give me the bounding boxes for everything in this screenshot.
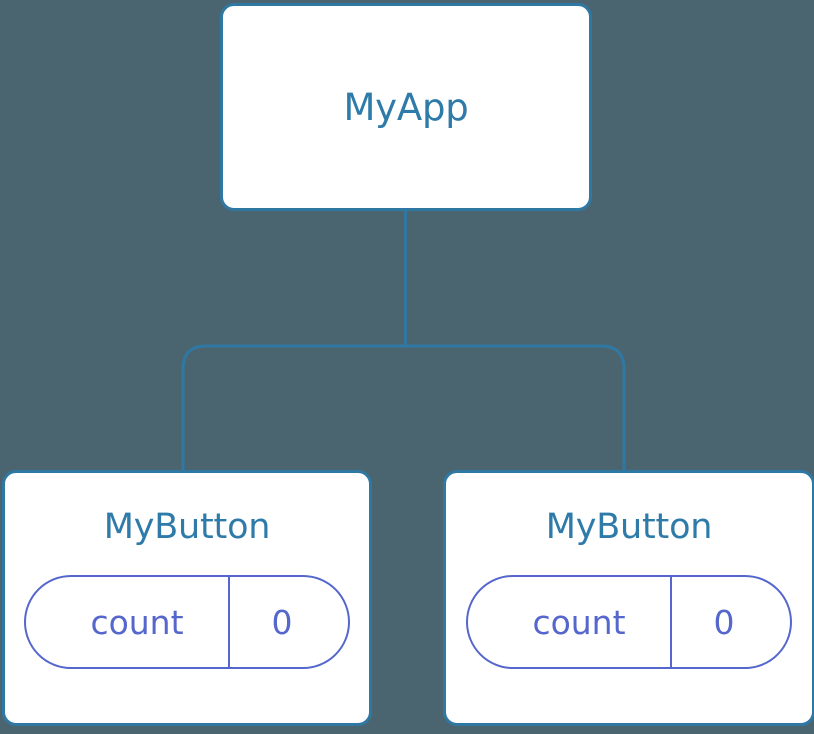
state-pill-1-value: 0 (271, 602, 293, 642)
edge-bracket-right (405, 344, 626, 472)
state-pill-2-divider (670, 577, 672, 667)
state-pill-2[interactable]: count 0 (466, 575, 792, 669)
edge-bracket-left (181, 344, 406, 472)
state-pill-1[interactable]: count 0 (24, 575, 350, 669)
node-mybutton-1-label: MyButton (103, 507, 271, 547)
node-mybutton-2[interactable]: MyButton count 0 (443, 470, 814, 726)
state-pill-1-key: count (90, 602, 184, 642)
state-pill-2-key: count (532, 602, 626, 642)
state-pill-1-divider (228, 577, 230, 667)
node-mybutton-2-label: MyButton (545, 507, 713, 547)
node-myapp[interactable]: MyApp (220, 3, 592, 211)
state-pill-2-value: 0 (713, 602, 735, 642)
node-mybutton-1[interactable]: MyButton count 0 (2, 470, 372, 726)
node-myapp-label: MyApp (343, 85, 469, 129)
